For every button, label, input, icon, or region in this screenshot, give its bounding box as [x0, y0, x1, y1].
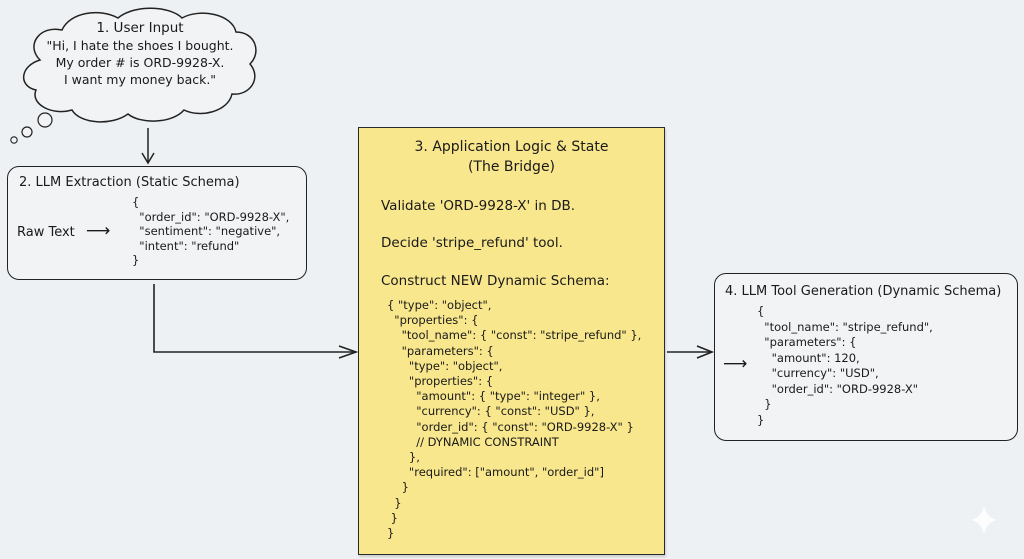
json-line: "currency": "USD", — [757, 366, 879, 380]
json-line: { — [132, 195, 140, 209]
thought-bubble-small — [10, 136, 18, 144]
extraction-box: 2. LLM Extraction (Static Schema) Raw Te… — [7, 166, 307, 280]
bridge-note: 3. Application Logic & State (The Bridge… — [358, 127, 665, 555]
sparkle-icon — [971, 506, 997, 534]
schema-comment: // DYNAMIC CONSTRAINT — [387, 434, 559, 449]
schema-line: } — [387, 510, 398, 525]
bridge-step-validate: Validate 'ORD-9928-X' in DB. — [381, 198, 576, 214]
raw-text-label: Raw Text — [17, 225, 75, 240]
extraction-title: 2. LLM Extraction (Static Schema) — [19, 175, 240, 190]
json-line: "order_id": "ORD-9928-X" — [757, 381, 918, 396]
json-line: "sentiment": "negative", — [132, 224, 281, 238]
tool-generation-json: { "tool_name": "stripe_refund", "paramet… — [757, 304, 933, 428]
json-line: "tool_name": "stripe_refund", — [757, 319, 933, 334]
schema-line: "required": ["amount", "order_id"] — [387, 465, 604, 480]
json-line: } — [757, 412, 765, 427]
user-input-line: I want my money back." — [63, 72, 217, 87]
schema-line: } — [387, 495, 402, 510]
schema-line: "order_id": { "const": "ORD-9928-X" } — [387, 419, 634, 434]
arrow-input-to-extraction — [141, 128, 155, 165]
bridge-subtitle: (The Bridge) — [467, 159, 556, 175]
arrow-extraction-to-bridge — [153, 284, 359, 359]
schema-line: "amount": { "type": "integer" }, — [387, 389, 600, 404]
user-input-title: 1. User Input — [96, 20, 184, 36]
schema-line: "tool_name": { "const": "stripe_refund" … — [387, 328, 642, 343]
json-line: } — [132, 253, 140, 267]
thought-bubble-large — [37, 112, 53, 128]
json-line: "amount": 120, — [757, 350, 860, 365]
schema-line: { "type": "object", — [387, 298, 492, 312]
json-line: } — [757, 397, 772, 411]
user-input-line: My order # is ORD-9928-X. — [55, 55, 225, 70]
tool-generation-box: 4. LLM Tool Generation (Dynamic Schema) … — [714, 273, 1018, 441]
tool-generation-title: 4. LLM Tool Generation (Dynamic Schema) — [725, 284, 1002, 299]
schema-line: } — [387, 480, 409, 495]
bridge-title: 3. Application Logic & State (The Bridge… — [359, 137, 664, 177]
extraction-json: { "order_id": "ORD-9928-X", "sentiment":… — [132, 195, 289, 268]
schema-line: } — [387, 526, 395, 541]
arrow-bridge-to-tool-generation — [667, 345, 715, 359]
thought-bubble-medium — [21, 126, 33, 138]
schema-line: "properties": { — [387, 374, 494, 389]
bridge-step-decide: Decide 'stripe_refund' tool. — [381, 235, 563, 251]
json-line: { — [757, 304, 765, 318]
user-input-line: "Hi, I hate the shoes I bought. — [46, 38, 234, 53]
right-arrow-icon: ⟶ — [86, 221, 111, 241]
schema-line: "parameters": { — [387, 343, 494, 358]
user-input-cloud: 1. User Input "Hi, I hate the shoes I bo… — [40, 20, 240, 88]
json-line: "order_id": "ORD-9928-X", — [132, 209, 290, 224]
schema-line: "properties": { — [387, 313, 479, 328]
dynamic-schema-code: { "type": "object", "properties": { "too… — [387, 298, 641, 541]
bridge-title-line: 3. Application Logic & State — [414, 139, 609, 155]
schema-line: }, — [387, 450, 420, 465]
schema-line: "currency": { "const": "USD" }, — [387, 404, 595, 419]
schema-line: "type": "object", — [387, 358, 503, 373]
bridge-step-construct: Construct NEW Dynamic Schema: — [381, 273, 610, 289]
json-line: "intent": "refund" — [132, 238, 240, 253]
right-arrow-icon: ⟶ — [723, 354, 748, 374]
json-line: "parameters": { — [757, 335, 857, 349]
